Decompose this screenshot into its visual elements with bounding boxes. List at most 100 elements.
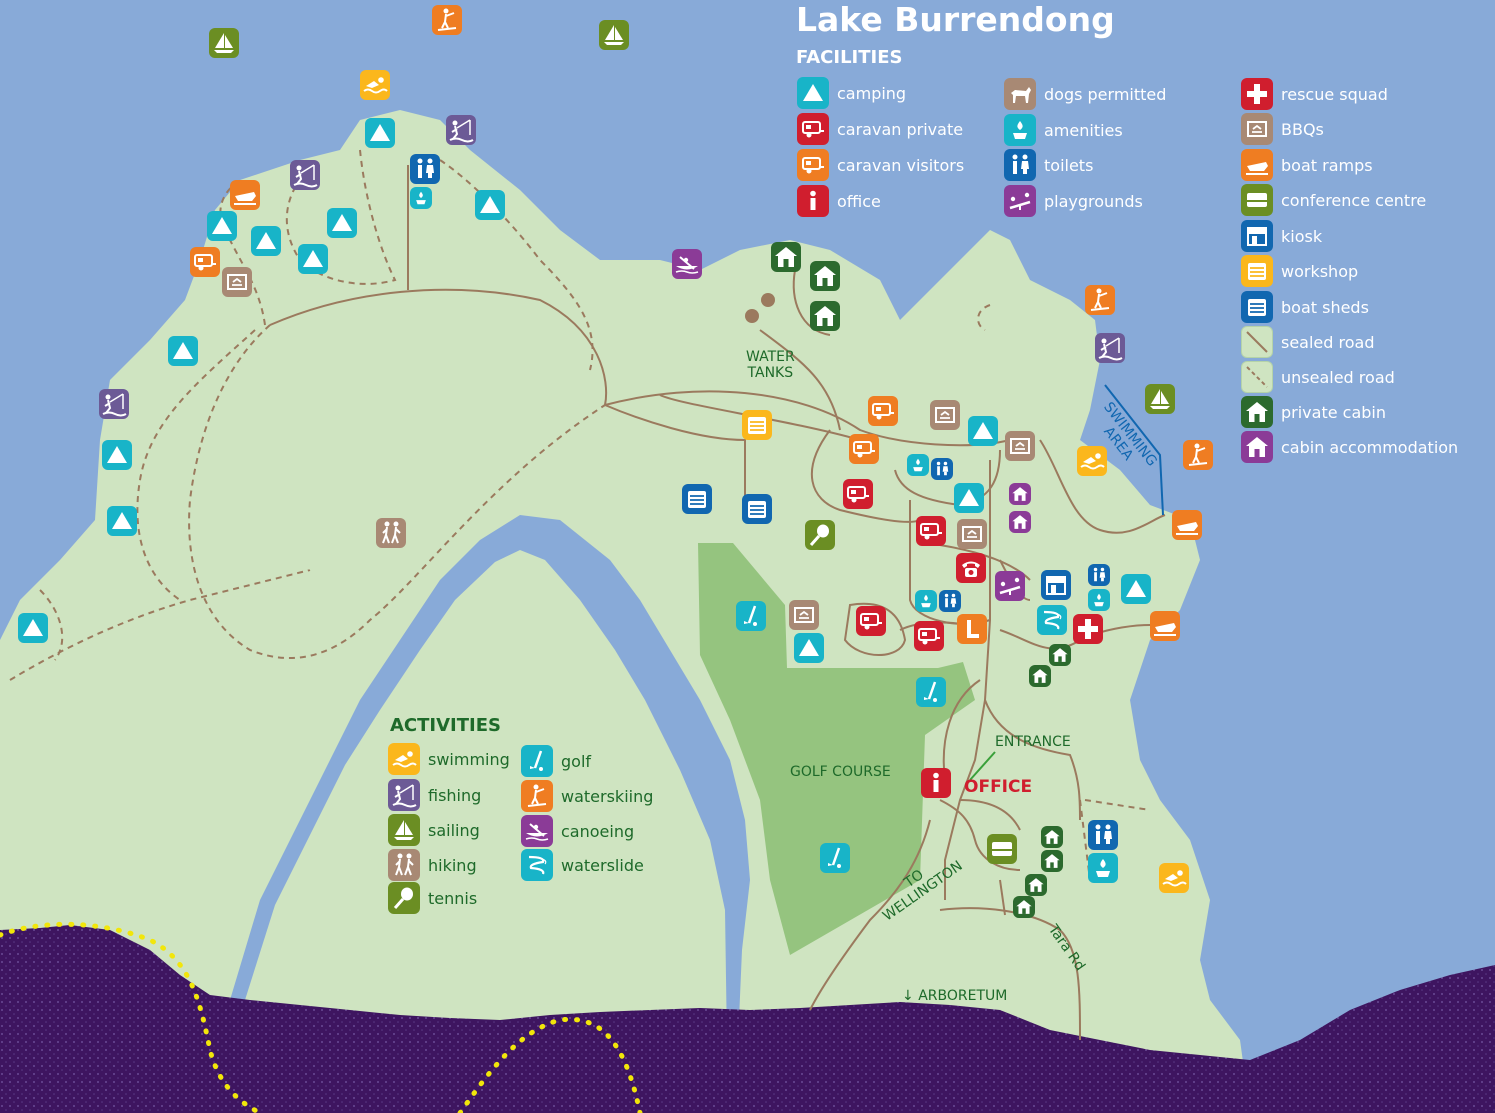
- marker-phone[interactable]: [956, 553, 986, 583]
- marker-fishing[interactable]: [1095, 333, 1125, 363]
- marker-boat-shed[interactable]: [682, 484, 712, 514]
- legend-item-private-cabin: private cabin: [1241, 396, 1386, 428]
- marker-fishing[interactable]: [290, 160, 320, 190]
- marker-swimming[interactable]: [1077, 446, 1107, 476]
- marker-golf[interactable]: [736, 601, 766, 631]
- marker-tennis[interactable]: [805, 520, 835, 550]
- marker-fishing[interactable]: [99, 389, 129, 419]
- marker-sailing[interactable]: [599, 20, 629, 50]
- marker-waterskiing[interactable]: [1085, 285, 1115, 315]
- marker-camping[interactable]: [968, 416, 998, 446]
- marker-camping[interactable]: [1121, 574, 1151, 604]
- marker-golf[interactable]: [916, 677, 946, 707]
- marker-private-cabin[interactable]: [1041, 850, 1063, 872]
- marker-camping[interactable]: [475, 190, 505, 220]
- marker-toilets[interactable]: [410, 154, 440, 184]
- marker-camping[interactable]: [251, 226, 281, 256]
- marker-workshop[interactable]: [742, 410, 772, 440]
- marker-camping[interactable]: [207, 211, 237, 241]
- marker-waterslide[interactable]: [1037, 605, 1067, 635]
- marker-toilets[interactable]: [1088, 564, 1110, 586]
- marker-camping[interactable]: [327, 208, 357, 238]
- marker-private-cabin[interactable]: [1041, 826, 1063, 848]
- bbq-icon: [222, 267, 252, 297]
- marker-playgrounds[interactable]: [995, 571, 1025, 601]
- camp-icon: [794, 633, 824, 663]
- marker-bbq[interactable]: [789, 600, 819, 630]
- marker-camping[interactable]: [107, 506, 137, 536]
- marker-amenities[interactable]: [1088, 589, 1110, 611]
- map-title: Lake Burrendong: [796, 0, 1115, 39]
- marker-golf[interactable]: [820, 843, 850, 873]
- marker-boat-ramp[interactable]: [230, 180, 260, 210]
- amenities-icon: [915, 590, 937, 612]
- toilets-icon: [939, 590, 961, 612]
- fish-icon: [1095, 333, 1125, 363]
- marker-office[interactable]: [921, 768, 951, 798]
- marker-private-cabin[interactable]: [1013, 896, 1035, 918]
- marker-private-cabin[interactable]: [1049, 644, 1071, 666]
- camp-icon: [797, 77, 829, 109]
- marker-private-cabin[interactable]: [1025, 874, 1047, 896]
- marker-bbq[interactable]: [222, 267, 252, 297]
- marker-conference[interactable]: [987, 834, 1017, 864]
- marker-sailing[interactable]: [1145, 384, 1175, 414]
- marker-caravan-private[interactable]: [856, 606, 886, 636]
- marker-camping[interactable]: [298, 244, 328, 274]
- marker-amenities[interactable]: [1088, 853, 1118, 883]
- marker-camping[interactable]: [102, 440, 132, 470]
- marker-bbq[interactable]: [1005, 431, 1035, 461]
- marker-camping[interactable]: [168, 336, 198, 366]
- marker-boat-ramp[interactable]: [1172, 510, 1202, 540]
- swim-icon: [388, 743, 420, 775]
- marker-kiosk[interactable]: [1041, 570, 1071, 600]
- marker-amenities[interactable]: [410, 187, 432, 209]
- marker-fishing[interactable]: [446, 115, 476, 145]
- legend-item-fishing: fishing: [388, 779, 481, 811]
- marker-cabin-accom[interactable]: [1009, 483, 1031, 505]
- marker-caravan-visitors[interactable]: [849, 434, 879, 464]
- marker-amenities[interactable]: [915, 590, 937, 612]
- marker-swimming[interactable]: [360, 70, 390, 100]
- marker-camping[interactable]: [365, 118, 395, 148]
- marker-camping[interactable]: [794, 633, 824, 663]
- legend-label: unsealed road: [1281, 367, 1395, 387]
- marker-camping[interactable]: [954, 483, 984, 513]
- marker-private-cabin[interactable]: [810, 261, 840, 291]
- marker-toilets[interactable]: [939, 590, 961, 612]
- marker-private-cabin[interactable]: [771, 242, 801, 272]
- marker-waterskiing[interactable]: [1183, 440, 1213, 470]
- marker-sailing[interactable]: [209, 28, 239, 58]
- marker-caravan-visitors[interactable]: [190, 247, 220, 277]
- marker-swimming[interactable]: [1159, 863, 1189, 893]
- legend-item-caravan-private: caravan private: [797, 113, 963, 145]
- marker-caravan-private[interactable]: [916, 516, 946, 546]
- marker-bbq[interactable]: [957, 519, 987, 549]
- marker-caravan-private[interactable]: [843, 479, 873, 509]
- activities-heading: ACTIVITIES: [390, 715, 501, 736]
- marker-canoeing[interactable]: [672, 249, 702, 279]
- marker-leisure[interactable]: [957, 614, 987, 644]
- marker-boat-ramp[interactable]: [1150, 611, 1180, 641]
- marker-cabin-accom[interactable]: [1009, 511, 1031, 533]
- caravan-icon: [797, 113, 829, 145]
- house-icon: [1041, 826, 1063, 848]
- marker-caravan-private[interactable]: [914, 621, 944, 651]
- marker-toilets[interactable]: [1088, 820, 1118, 850]
- marker-toilets[interactable]: [931, 458, 953, 480]
- legend-label: private cabin: [1281, 402, 1386, 422]
- marker-private-cabin[interactable]: [1029, 665, 1051, 687]
- sealed-road-icon: [1241, 326, 1273, 358]
- toilets-icon: [1088, 564, 1110, 586]
- info-icon: [797, 185, 829, 217]
- marker-private-cabin[interactable]: [810, 301, 840, 331]
- marker-amenities[interactable]: [907, 454, 929, 476]
- marker-rescue[interactable]: [1073, 614, 1103, 644]
- marker-camping[interactable]: [18, 613, 48, 643]
- marker-caravan-visitors[interactable]: [868, 396, 898, 426]
- ski-icon: [1085, 285, 1115, 315]
- marker-bbq[interactable]: [930, 400, 960, 430]
- marker-boat-shed[interactable]: [742, 494, 772, 524]
- marker-hiking[interactable]: [376, 518, 406, 548]
- marker-waterskiing[interactable]: [432, 5, 462, 35]
